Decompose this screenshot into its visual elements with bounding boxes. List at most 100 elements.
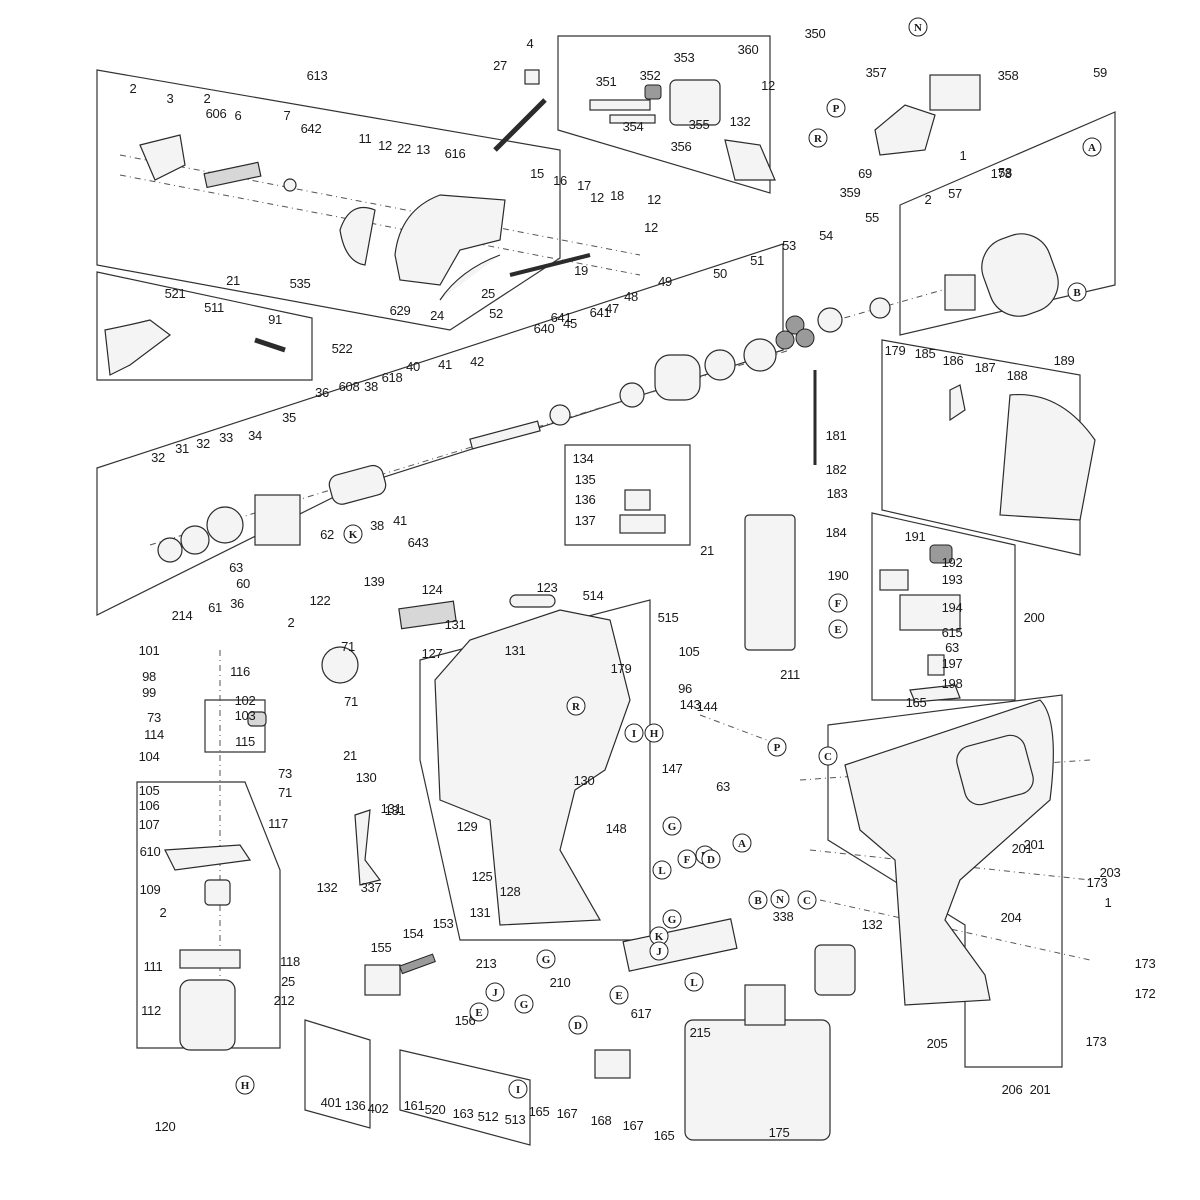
part-label: 173: [1086, 1034, 1107, 1049]
part-label: 143: [680, 697, 701, 712]
part-194-plate: [899, 594, 961, 631]
part-35-frame: [254, 494, 301, 546]
part-label: 63: [945, 640, 959, 655]
part-610-plate: [164, 844, 252, 871]
connector-circle: [644, 723, 664, 743]
part-label: 32: [196, 436, 210, 451]
part-353-housing: [669, 79, 721, 126]
connector-letter: I: [516, 1084, 520, 1096]
part-label: 192: [942, 555, 963, 570]
part-label: 203: [1100, 865, 1121, 880]
part-label: 12: [647, 192, 661, 207]
part-label: 182: [826, 462, 847, 477]
part-label: 184: [826, 525, 847, 540]
part-label: 3: [167, 91, 174, 106]
part-122-disc: [321, 646, 359, 684]
part-616-cover: [394, 194, 506, 286]
parts: [104, 69, 1096, 1141]
part-label: 337: [361, 880, 382, 895]
connector-letter: E: [615, 990, 622, 1002]
connector-circle: [818, 746, 838, 766]
part-label: 616: [445, 146, 466, 161]
connector-circle: [828, 593, 848, 613]
connector-circle: [343, 524, 363, 544]
part-label: 640: [534, 321, 555, 336]
part-338-cover: [814, 944, 856, 996]
part-label: 38: [370, 518, 384, 533]
panel-116: [204, 699, 266, 753]
part-label: 191: [905, 529, 926, 544]
part-label: 201: [1024, 837, 1045, 852]
part-184-cover: [744, 514, 796, 651]
connector-marker: L: [684, 972, 704, 992]
connector-circle: [677, 849, 697, 869]
part-label: 24: [430, 308, 444, 323]
connector-marker: G: [662, 816, 682, 836]
part-label: 12: [590, 190, 604, 205]
part-label: 354: [623, 119, 644, 134]
connector-marker: A: [732, 833, 752, 853]
connector-marker: G: [662, 909, 682, 929]
part-51-bearing: [743, 338, 777, 372]
part-label: 167: [557, 1106, 578, 1121]
part-label: 356: [671, 139, 692, 154]
part-label: 58: [998, 165, 1012, 180]
connector-circle: [609, 985, 629, 1005]
connector-circle: [701, 849, 721, 869]
connector-letter: J: [656, 946, 662, 958]
part-57-plate: [944, 274, 976, 311]
part-168-block: [594, 1049, 631, 1079]
connector-marker: N: [908, 17, 928, 37]
part-label: 194: [942, 600, 963, 615]
part-label: 54: [819, 228, 833, 243]
connector-marker: G: [514, 994, 534, 1014]
connector-marker: E: [469, 1002, 489, 1022]
part-label: 124: [422, 582, 443, 597]
part-label: 355: [689, 117, 710, 132]
connector-letter: G: [542, 954, 551, 966]
connector-marker: D: [701, 849, 721, 869]
connector-letter: L: [658, 865, 665, 877]
part-label: 168: [591, 1113, 612, 1128]
part-label: 45: [563, 316, 577, 331]
part-label: 16: [553, 173, 567, 188]
part-label: 175: [769, 1125, 790, 1140]
part-label: 71: [278, 785, 292, 800]
connector-circle: [826, 98, 846, 118]
connector-letter: P: [774, 742, 781, 754]
connector-letter: G: [668, 821, 677, 833]
part-label: 165: [906, 695, 927, 710]
connector-marker: P: [767, 737, 787, 757]
panel-161-group: [399, 1049, 531, 1146]
part-label: 122: [310, 593, 331, 608]
part-34-plate: [206, 506, 244, 544]
part-label: 358: [998, 68, 1019, 83]
panel-200: [871, 512, 1016, 701]
part-label: 351: [596, 74, 617, 89]
part-label: 197: [942, 656, 963, 671]
connector-circle: [485, 982, 505, 1002]
part-7-bushing: [283, 178, 297, 192]
part-155-block: [364, 964, 401, 996]
panel-515: [419, 599, 651, 941]
part-label: 606: [206, 106, 227, 121]
connector-letter: P: [833, 103, 840, 115]
part-label: 641: [590, 305, 611, 320]
part-label: 147: [662, 761, 683, 776]
connector-marker: P: [826, 98, 846, 118]
connector-letter: J: [492, 987, 498, 999]
part-24-lever: [439, 254, 501, 301]
part-label: 513: [505, 1112, 526, 1127]
connector-letter: L: [690, 977, 697, 989]
part-label: 96: [678, 681, 692, 696]
connector-circle: [235, 1075, 255, 1095]
part-label: 105: [679, 644, 700, 659]
connector-marker: H: [235, 1075, 255, 1095]
connector-circle: [770, 889, 790, 909]
connector-marker: E: [828, 619, 848, 639]
part-label: 102: [235, 693, 256, 708]
part-label: 48: [624, 289, 638, 304]
part-54-washer: [817, 307, 843, 333]
part-label: 215: [690, 1025, 711, 1040]
part-label: 173: [991, 166, 1012, 181]
